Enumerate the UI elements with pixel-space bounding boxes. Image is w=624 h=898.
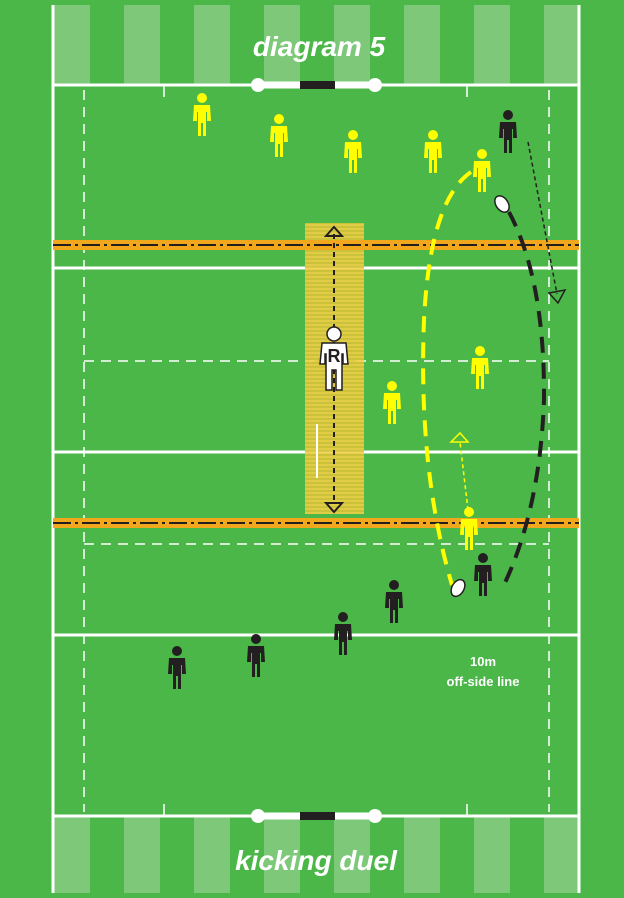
offside-line-bottom [53, 518, 579, 528]
referee-letter: R [328, 346, 341, 366]
diagram-title: diagram 5 [253, 31, 386, 62]
annotation-distance: 10m [470, 654, 496, 669]
offside-line-top [53, 240, 579, 250]
diagram-subtitle: kicking duel [235, 845, 398, 876]
annotation-label: off-side line [447, 674, 520, 689]
